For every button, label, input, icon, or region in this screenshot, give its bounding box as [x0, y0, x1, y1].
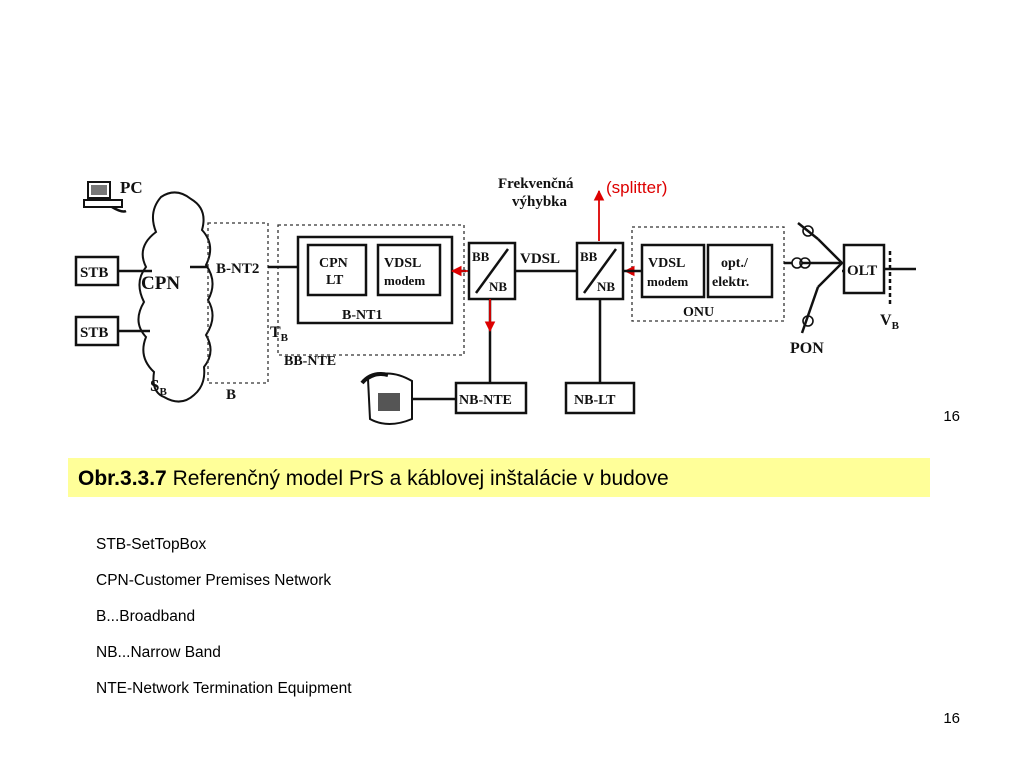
bbnte-label: BB-NTE [284, 354, 336, 369]
vdsl-modem-label-2: modem [384, 273, 425, 288]
bbnb-left-label-2: NB [489, 279, 507, 294]
glossary-item: CPN-Customer Premises Network [96, 572, 332, 589]
stb-bottom-label: STB [80, 325, 108, 341]
bbnb-left-divider [474, 248, 510, 294]
nb-lt-box [564, 381, 636, 415]
telephone-icon [360, 372, 413, 425]
onu-vdsl-label-1: VDSL [648, 256, 685, 271]
nb-nte-label: NB-NTE [459, 393, 512, 408]
pc-label: PC [120, 178, 143, 197]
glossary-item: STB-SetTopBox [96, 536, 207, 553]
vdsl-label: VDSL [520, 251, 560, 267]
fiber-coil-top-icon [802, 225, 814, 237]
stb-top-label: STB [80, 265, 108, 281]
caption-text: Referenčný model PrS a káblovej inštalác… [172, 467, 669, 490]
figure-caption: Obr.3.3.7 Referenčný model PrS a káblove… [68, 458, 930, 497]
olt-label: OLT [847, 263, 877, 279]
bbnb-right-label-2: NB [597, 279, 615, 294]
onu-vdsl-label-2: modem [647, 274, 688, 289]
glossary-item: B...Broadband [96, 608, 196, 625]
fiber-coil-icon-2 [799, 257, 811, 269]
bbnte-region [277, 224, 465, 356]
bbnb-left-label-1: BB [472, 249, 490, 264]
bnt2-region [207, 222, 269, 384]
pc-icon [83, 181, 127, 213]
vb-label: VB [880, 312, 900, 332]
fiber-top-line [797, 222, 819, 240]
vdsl-modem-label-1: VDSL [384, 256, 421, 271]
glossary-item: NB...Narrow Band [96, 644, 221, 661]
sb-label: SB [150, 376, 167, 398]
bnt2-label: B-NT2 [216, 261, 259, 277]
frekvencna-label-2: výhybka [512, 194, 568, 210]
opt-label-1: opt./ [721, 256, 749, 271]
cpn-lt-label-2: LT [326, 273, 344, 288]
pon-label: PON [790, 340, 824, 357]
cpn-lt-box [306, 243, 368, 297]
cpn-label: CPN [141, 273, 180, 294]
reference-model-diagram: PC CPN STB STB SB B B-NT2 BB-NTE B-NT1 T… [74, 176, 916, 425]
page-number-bottom: 16 [943, 710, 960, 727]
cpn-lt-label-1: CPN [319, 256, 348, 271]
tb-label: TB [270, 324, 289, 344]
page-number-top: 16 [943, 408, 960, 425]
frekvencna-label-1: Frekvenčná [498, 176, 574, 192]
caption-number: Obr.3.3.7 [78, 467, 167, 490]
glossary-item: NTE-Network Termination Equipment [96, 680, 352, 697]
glossary-list: STB-SetTopBox CPN-Customer Premises Netw… [96, 536, 352, 716]
stb-top-box [74, 255, 120, 287]
opt-elektr-box [706, 243, 774, 299]
pon-fork [817, 238, 844, 288]
fiber-coil-icon [791, 257, 803, 269]
opt-label-2: elektr. [712, 275, 749, 290]
cpn-cloud [137, 191, 214, 403]
vdsl-modem-box [376, 243, 442, 297]
olt-box [842, 243, 886, 295]
bnt1-label: B-NT1 [342, 308, 382, 323]
onu-vdsl-modem-box [640, 243, 706, 299]
bbnb-right-divider [582, 248, 618, 294]
splitter-label: (splitter) [606, 178, 667, 197]
nb-lt-label: NB-LT [574, 393, 616, 408]
b-label: B [226, 387, 236, 403]
bbnb-right-label-1: BB [580, 249, 598, 264]
onu-label: ONU [683, 305, 714, 320]
fiber-bottom-line [800, 286, 820, 334]
